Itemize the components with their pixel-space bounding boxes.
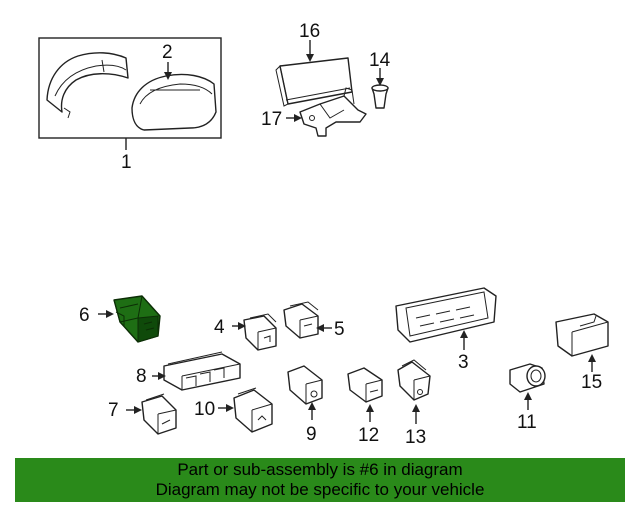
arrow-8 xyxy=(158,372,166,380)
arrow-9 xyxy=(308,402,316,410)
part-6-switch-selected[interactable] xyxy=(113,295,161,343)
part-10-switch[interactable] xyxy=(233,387,273,433)
part-12-switch[interactable] xyxy=(347,367,383,403)
banner-line-disclaimer: Diagram may not be specific to your vehi… xyxy=(155,480,485,499)
part-14-clip[interactable] xyxy=(371,84,389,109)
part-15-module[interactable] xyxy=(555,313,609,357)
part-8-switch-panel[interactable] xyxy=(163,351,241,391)
arrow-14 xyxy=(376,78,384,86)
arrow-4 xyxy=(238,322,246,330)
arrow-17 xyxy=(294,114,302,122)
arrow-15 xyxy=(588,354,596,362)
part-1-cluster-assembly[interactable] xyxy=(38,37,222,139)
part-7-switch[interactable] xyxy=(141,393,177,435)
callout-5: 5 xyxy=(334,319,345,340)
arrow-2 xyxy=(164,72,172,80)
callout-11: 11 xyxy=(517,412,537,433)
part-13-switch[interactable] xyxy=(397,359,431,401)
part-3-control-panel[interactable] xyxy=(395,287,497,343)
callout-15: 15 xyxy=(581,372,602,393)
callout-14: 14 xyxy=(369,50,391,71)
callout-7: 7 xyxy=(108,400,119,421)
arrow-6 xyxy=(106,310,114,318)
arrow-13 xyxy=(412,404,420,412)
callout-16: 16 xyxy=(299,21,320,42)
part-5-switch[interactable] xyxy=(283,301,319,339)
callout-13: 13 xyxy=(405,427,426,448)
callout-10: 10 xyxy=(194,399,215,420)
part-2-cluster-lens[interactable] xyxy=(131,73,217,131)
arrow-11 xyxy=(524,392,532,400)
arrow-5 xyxy=(316,324,324,332)
callout-8: 8 xyxy=(136,366,147,387)
arrow-7 xyxy=(134,406,142,414)
part-4-switch[interactable] xyxy=(243,313,277,351)
arrow-12 xyxy=(366,404,374,412)
arrow-3 xyxy=(460,330,468,338)
part-17-bracket[interactable] xyxy=(299,87,367,137)
callout-17: 17 xyxy=(261,109,282,130)
callout-4: 4 xyxy=(214,317,225,338)
callout-9: 9 xyxy=(306,424,317,445)
callout-3: 3 xyxy=(458,352,469,373)
banner-line-part: Part or sub-assembly is #6 in diagram xyxy=(177,460,463,479)
callout-6: 6 xyxy=(79,305,90,326)
callout-1: 1 xyxy=(121,152,132,173)
part-11-knob[interactable] xyxy=(509,363,546,393)
arrow-10 xyxy=(226,404,234,412)
part-9-switch[interactable] xyxy=(287,365,323,405)
callout-2: 2 xyxy=(162,42,173,63)
arrow-16 xyxy=(306,54,314,62)
info-banner: Part or sub-assembly is #6 in diagram Di… xyxy=(15,458,625,502)
callout-12: 12 xyxy=(358,425,379,446)
